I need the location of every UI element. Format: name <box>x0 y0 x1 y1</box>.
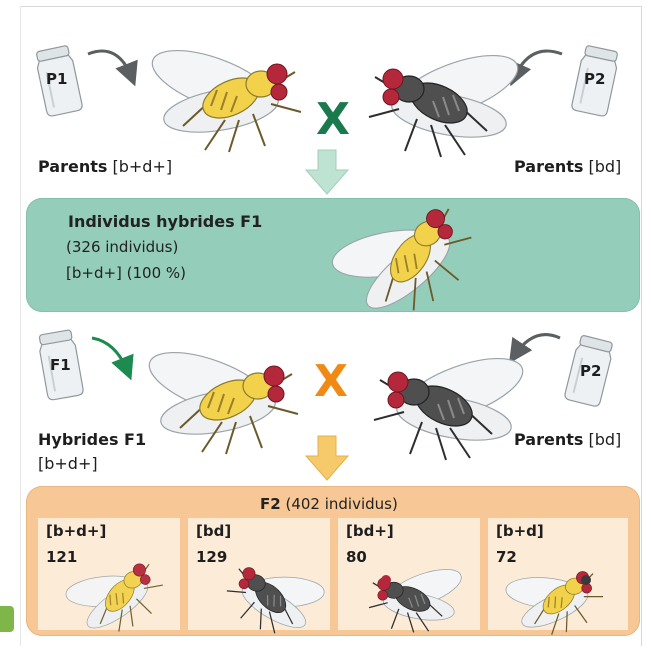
vial-label-f1: F1 <box>50 356 71 374</box>
hybrids-left-word: Hybrides F1 <box>38 430 146 449</box>
fly-eye-marker <box>581 575 591 585</box>
parents-right-phenotype-second: [bd] <box>589 430 622 449</box>
curved-arrow-icon <box>88 51 132 78</box>
fly-mutant-icon <box>374 346 530 460</box>
fly-mutant-icon <box>369 43 525 157</box>
curved-arrow-icon <box>514 335 560 356</box>
parents-left-word: Parents <box>38 157 107 176</box>
parents-right-word: Parents <box>514 157 583 176</box>
parents-right-phenotype: [bd] <box>589 157 622 176</box>
parents-right-word-second: Parents <box>514 430 583 449</box>
f2-col2-phenotype: [bd] <box>196 522 231 540</box>
parents-left-label: Parents [b+d+] <box>38 157 172 176</box>
f1-title: Individus hybrides F1 <box>68 212 262 231</box>
f2-col3-phenotype: [bd+] <box>346 522 394 540</box>
fly-wild-type-icon <box>142 340 298 454</box>
f2-title-bold: F2 <box>260 495 281 513</box>
vial-label-p2: P2 <box>584 70 605 88</box>
hybrids-left-label: Hybrides F1 <box>38 430 146 449</box>
cross-symbol-middle: X <box>314 356 348 407</box>
f2-col1-phenotype: [b+d+] <box>46 522 106 540</box>
f1-phenotype: [b+d+] (100 %) <box>66 264 186 282</box>
parents-right-label-second: Parents [bd] <box>514 430 621 449</box>
fly-eye-marker <box>381 575 391 585</box>
f2-col1-count: 121 <box>46 548 77 566</box>
fly-wild-type-icon <box>497 552 609 646</box>
f1-count: (326 individus) <box>66 238 178 256</box>
side-tab-marker <box>0 606 14 632</box>
f2-col4-phenotype: [b+d] <box>496 522 544 540</box>
vial-label-p1: P1 <box>46 70 67 88</box>
fly-wild-type-icon <box>145 38 301 152</box>
curved-arrow-icon <box>514 51 562 78</box>
parents-right-label: Parents [bd] <box>514 157 621 176</box>
parents-left-phenotype: [b+d+] <box>113 157 173 176</box>
vial-label-p2-second: P2 <box>580 362 601 380</box>
fly-mutant-icon <box>218 547 333 647</box>
hybrids-left-phenotype: [b+d+] <box>38 454 98 473</box>
f2-title-rest: (402 individus) <box>285 495 397 513</box>
arrow-down-icon <box>306 150 348 194</box>
fly-mutant-icon <box>369 561 466 632</box>
cross-symbol-top: X <box>316 94 350 145</box>
arrow-down-icon <box>306 436 348 480</box>
f2-col3-count: 80 <box>346 548 367 566</box>
f2-title: F2 (402 individus) <box>260 495 398 513</box>
f2-col2-count: 129 <box>196 548 227 566</box>
curved-arrow-icon <box>92 338 128 372</box>
fly-wild-type-icon <box>316 179 489 339</box>
f2-col4-count: 72 <box>496 548 517 566</box>
